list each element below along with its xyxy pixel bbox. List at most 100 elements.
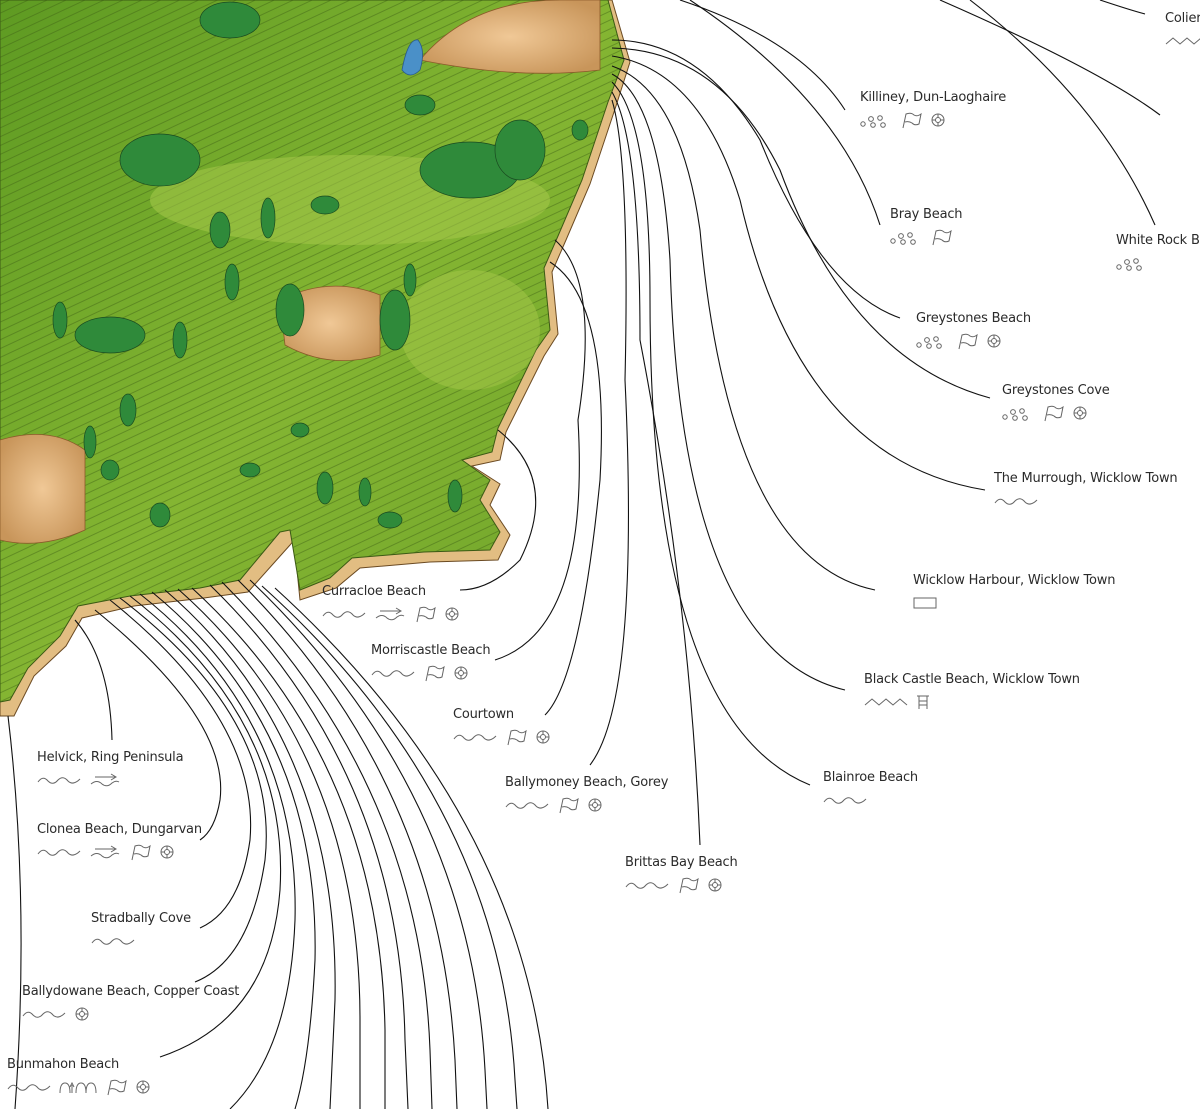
ladder-icon (917, 695, 929, 709)
flag-icon (1044, 405, 1064, 421)
wave-icon (994, 497, 1038, 505)
facility-icons (625, 877, 738, 893)
beach-label[interactable]: Black Castle Beach, Wicklow Town (864, 672, 1080, 710)
facility-icons (823, 792, 918, 808)
lifebuoy-icon (1073, 406, 1087, 419)
facility-icons (1116, 255, 1200, 271)
pebbles-icon (1002, 407, 1028, 421)
lifebuoy-icon (931, 113, 945, 126)
beach-name: Bunmahon Beach (7, 1057, 120, 1072)
beach-name: Stradbally Cove (91, 911, 191, 926)
lifebuoy-icon (987, 334, 1001, 347)
facility-icons (505, 797, 668, 813)
facility-icons (994, 493, 1177, 509)
facility-icons (890, 229, 962, 245)
lifebuoy-icon (708, 878, 722, 891)
beach-label[interactable]: The Murrough, Wicklow Town (994, 471, 1178, 509)
wave-icon (823, 796, 867, 804)
facility-icons (37, 844, 202, 860)
flag-icon (131, 844, 151, 860)
beach-label[interactable]: Greystones Cove (1002, 383, 1110, 421)
pebbles-icon (890, 231, 916, 245)
hill (0, 434, 86, 544)
beach-label[interactable]: Bunmahon Beach (7, 1057, 151, 1095)
wave-icon (453, 733, 497, 741)
lake (401, 39, 423, 76)
flag-icon (958, 333, 978, 349)
beach-name: Clonea Beach, Dungarvan (37, 822, 202, 837)
facility-icons (453, 729, 551, 745)
beach-label[interactable]: Blainroe Beach (823, 770, 918, 808)
facility-icons (22, 1006, 239, 1022)
beach-name: Ballydowane Beach, Copper Coast (22, 984, 240, 999)
lifebuoy-icon (75, 1007, 89, 1020)
flag-icon (902, 112, 922, 128)
flag-icon (425, 665, 445, 681)
facility-icons (1165, 33, 1200, 49)
beach-label[interactable]: Helvick, Ring Peninsula (37, 750, 184, 788)
lifebuoy-icon (445, 607, 459, 620)
hill (419, 0, 601, 74)
facility-icons (37, 772, 183, 788)
beach-name: Bray Beach (890, 207, 963, 222)
beach-label[interactable]: Colier (1165, 11, 1200, 49)
wave-icon (37, 776, 81, 784)
wave-icon (37, 848, 81, 856)
beach-name: The Murrough, Wicklow Town (994, 471, 1178, 486)
beach-label[interactable]: Ballymoney Beach, Gorey (505, 775, 668, 813)
beach-name: Courtown (453, 707, 514, 722)
beach-name: Wicklow Harbour, Wicklow Town (913, 573, 1116, 588)
facility-icons (371, 665, 490, 681)
wave-icon (505, 801, 549, 809)
beach-name: Brittas Bay Beach (625, 855, 738, 870)
beach-name: Morriscastle Beach (371, 643, 491, 658)
beach-label[interactable]: Curracloe Beach (322, 584, 460, 622)
flag-icon (932, 229, 952, 245)
flag-icon (107, 1079, 127, 1095)
beach-label[interactable]: Wicklow Harbour, Wicklow Town (913, 573, 1115, 611)
beach-label[interactable]: Courtown (453, 707, 551, 745)
pebbles-icon (1116, 257, 1142, 271)
zigzag-icon (864, 697, 908, 706)
beach-label[interactable]: Ballydowane Beach, Copper Coast (22, 984, 239, 1022)
beach-name: Killiney, Dun-Laoghaire (860, 90, 1007, 105)
wave-icon (322, 610, 366, 618)
surf-icon (90, 845, 120, 858)
lifebuoy-icon (588, 798, 602, 811)
pebbles-icon (860, 114, 886, 128)
beach-label[interactable]: Bray Beach (890, 207, 963, 245)
beach-label[interactable]: Killiney, Dun-Laoghaire (860, 90, 1006, 128)
facility-icons (913, 595, 1115, 611)
beach-label[interactable]: Clonea Beach, Dungarvan (37, 822, 202, 860)
flag-icon (416, 606, 436, 622)
wave-icon (22, 1010, 66, 1018)
beach-name: White Rock Be (1116, 233, 1200, 248)
updraft-icon (59, 1081, 97, 1093)
facility-icons (91, 933, 191, 949)
lifebuoy-icon (160, 845, 174, 858)
beach-label[interactable]: White Rock Be (1116, 233, 1200, 271)
surf-icon (90, 773, 120, 786)
beach-label[interactable]: Brittas Bay Beach (625, 855, 738, 893)
flag-icon (559, 797, 579, 813)
beach-name: Greystones Beach (916, 311, 1031, 326)
zigzag-icon (1165, 36, 1200, 45)
harbour-icon (913, 597, 937, 608)
facility-icons (1002, 405, 1110, 421)
facility-icons (916, 333, 1031, 349)
lifebuoy-icon (136, 1080, 150, 1093)
beach-name: Black Castle Beach, Wicklow Town (864, 672, 1080, 687)
facility-icons (860, 112, 1006, 128)
flag-icon (507, 729, 527, 745)
beach-label[interactable]: Greystones Beach (916, 311, 1031, 349)
facility-icons (7, 1079, 151, 1095)
wave-icon (91, 937, 135, 945)
hill (279, 285, 381, 362)
surf-icon (375, 607, 405, 620)
beach-label[interactable]: Stradbally Cove (91, 911, 191, 949)
tree-clusters (52, 1, 589, 529)
beach-label[interactable]: Morriscastle Beach (371, 643, 491, 681)
facility-icons (864, 694, 1080, 710)
pebbles-icon (916, 335, 942, 349)
